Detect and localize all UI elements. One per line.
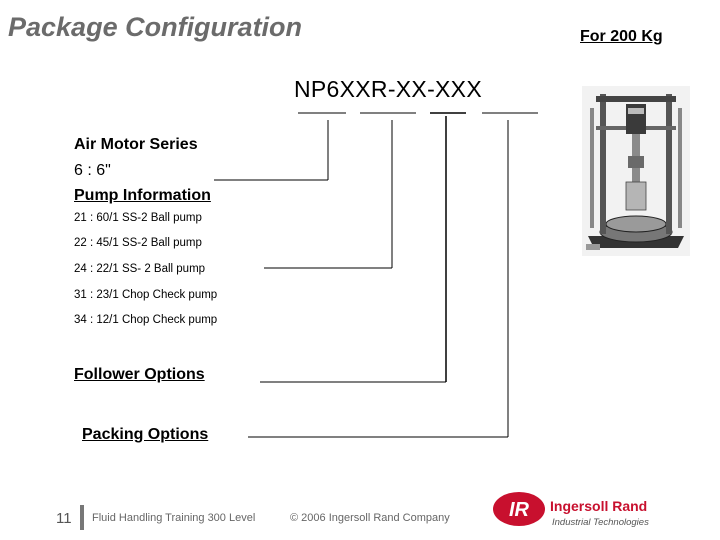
logo-brand: Ingersoll Rand <box>550 498 647 514</box>
pump-option: 21 : 60/1 SS-2 Ball pump <box>74 212 202 224</box>
footer-divider <box>80 505 84 530</box>
packing-options-heading: Packing Options <box>82 426 208 444</box>
svg-text:IR: IR <box>509 499 530 521</box>
follower-options-heading: Follower Options <box>74 366 205 384</box>
pump-option: 31 : 23/1 Chop Check pump <box>74 289 217 301</box>
pump-package-image <box>582 86 690 256</box>
pump-option: 24 : 22/1 SS- 2 Ball pump <box>74 263 205 275</box>
footer-copyright: © 2006 Ingersoll Rand Company <box>290 512 450 524</box>
ir-logo-mark-icon: IR <box>492 490 548 528</box>
pump-option: 22 : 45/1 SS-2 Ball pump <box>74 237 202 249</box>
logo-subtitle: Industrial Technologies <box>552 517 649 528</box>
page-number: 11 <box>56 510 72 527</box>
air-motor-value: 6 : 6" <box>74 162 111 180</box>
pump-option: 34 : 12/1 Chop Check pump <box>74 314 217 326</box>
ingersoll-rand-logo: IR Ingersoll Rand Industrial Technologie… <box>492 490 682 532</box>
footer-course: Fluid Handling Training 300 Level <box>92 512 255 524</box>
pump-info-heading: Pump Information <box>74 187 211 205</box>
air-motor-heading: Air Motor Series <box>74 136 198 154</box>
